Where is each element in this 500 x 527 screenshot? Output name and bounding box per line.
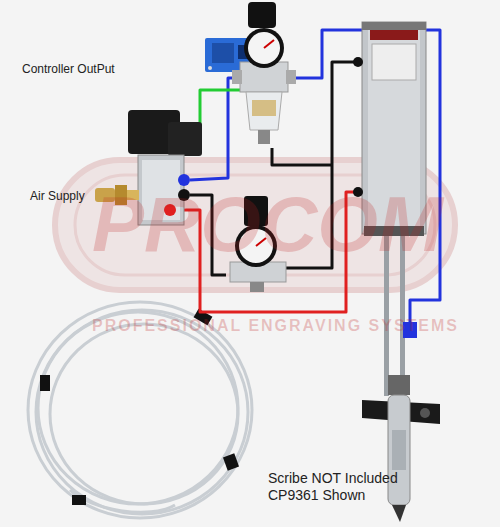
relay-board-part (208, 66, 212, 70)
scribe-tool-part (388, 395, 410, 505)
filter-regulator-part (286, 70, 296, 84)
tubing-coil-part (36, 310, 248, 514)
scribe-drive-housing-part (370, 30, 418, 40)
filter-regulator-part (248, 2, 276, 28)
scribe-tool-part (388, 375, 410, 395)
filter-regulator (232, 2, 296, 144)
relay-board-part (212, 43, 234, 63)
filter-regulator-part (264, 40, 274, 48)
air-hoses-part (272, 148, 332, 165)
scribe-tool-part (392, 430, 406, 470)
scribe-drive-housing-part (353, 57, 363, 67)
scribe-tool-part (420, 408, 430, 418)
filter-regulator-part (248, 32, 280, 64)
scribe-tool-part (392, 505, 406, 522)
tubing-coil-part (50, 324, 238, 504)
tubing-coil-part (223, 453, 239, 470)
filter-regulator-part (246, 92, 282, 130)
tubing-coil (28, 302, 252, 518)
filter-regulator-part (252, 100, 276, 116)
tubing-coil-part (72, 495, 86, 505)
watermark-text: PROCOM (92, 178, 443, 272)
watermark-text: PROFESSIONAL ENGRAVING SYSTEMS (92, 316, 459, 335)
filter-regulator-part (232, 70, 242, 84)
tubing-coil-part (38, 312, 238, 504)
scribe-tool (362, 322, 440, 522)
callout-label: Air Supply (30, 189, 85, 203)
scribe-drive-housing-part (372, 44, 416, 80)
callout-label: Controller OutPut (22, 62, 115, 76)
pressure-regulator-part (250, 282, 264, 292)
filter-regulator-part (258, 130, 270, 144)
tubing-coil-part (70, 490, 175, 512)
scribe-drive-housing-part (362, 22, 426, 30)
tubing-coil-part (40, 375, 50, 391)
filter-regulator-part (244, 28, 284, 68)
tubing-coil-part (28, 302, 252, 518)
solenoid-valve-part (168, 122, 202, 156)
note-label: Scribe NOT Included CP9361 Shown (268, 470, 408, 504)
